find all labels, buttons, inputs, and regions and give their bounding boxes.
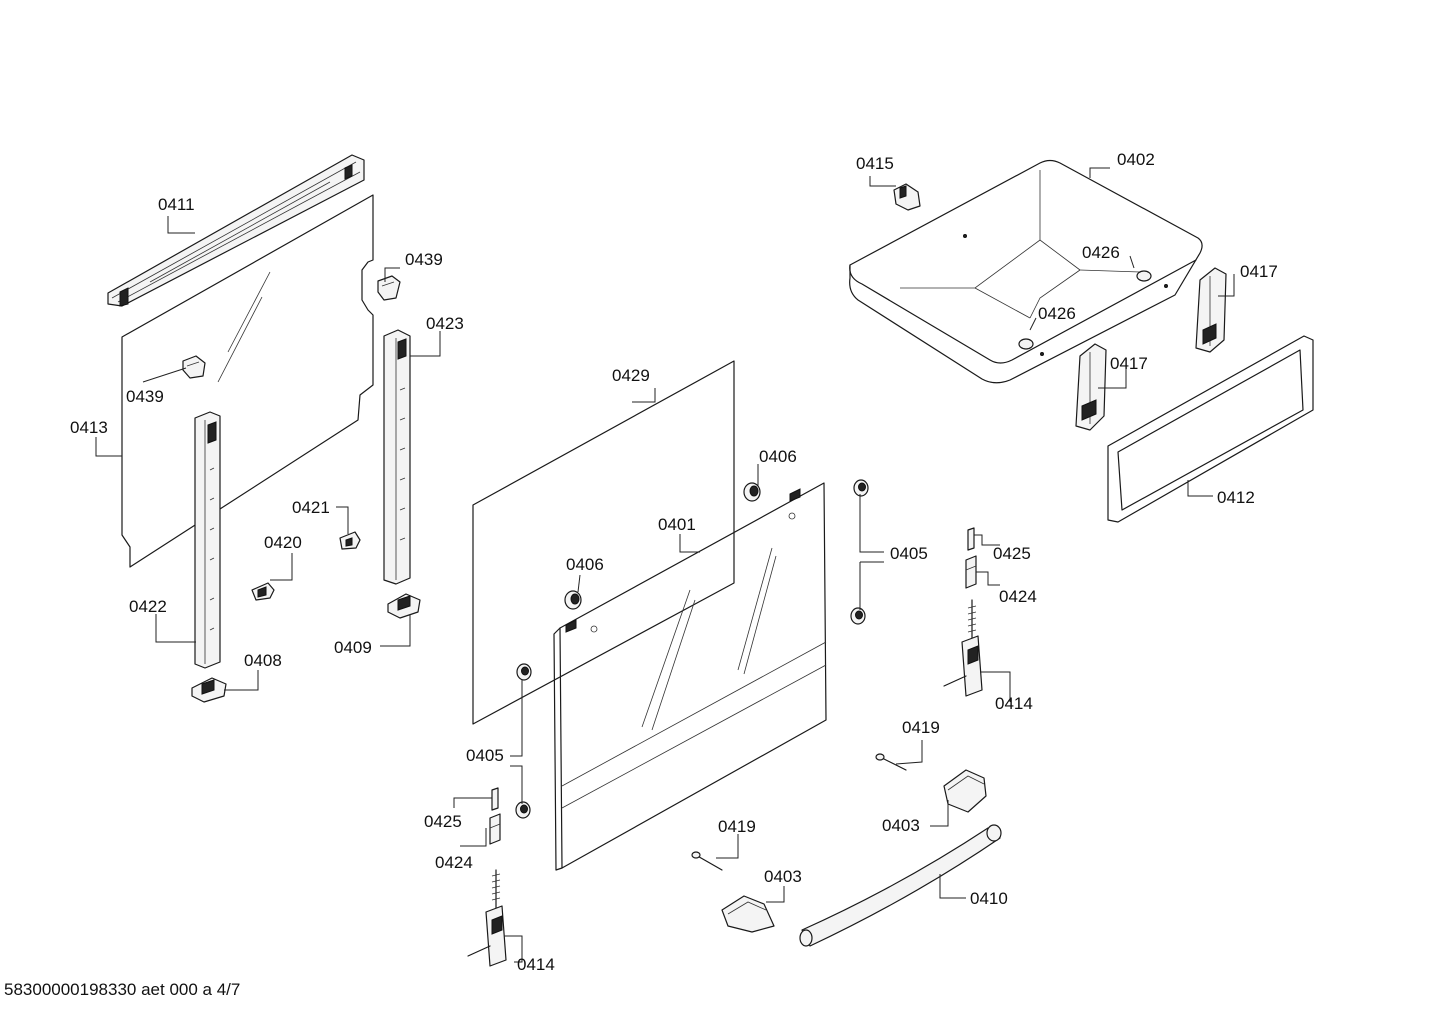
- label-0439: 0439: [126, 387, 164, 406]
- part-0405-grommet-c: [516, 663, 532, 681]
- part-labels: 0402 0415 0426 0426 0417 0417 0412 0411 …: [70, 150, 1278, 974]
- part-0406-spacer-lower: [564, 590, 582, 610]
- label-0429: 0429: [612, 366, 650, 385]
- part-0422-left-rail: [194, 411, 221, 669]
- label-0401: 0401: [658, 515, 696, 534]
- part-0423-right-rail: [383, 329, 411, 585]
- part-0405-grommet-d: [515, 801, 531, 819]
- label-0414: 0414: [995, 694, 1033, 713]
- label-0415: 0415: [856, 154, 894, 173]
- label-0424: 0424: [435, 853, 473, 872]
- part-0406-spacer-upper: [743, 482, 761, 502]
- label-0420: 0420: [264, 533, 302, 552]
- label-0426: 0426: [1038, 304, 1076, 323]
- label-0409: 0409: [334, 638, 372, 657]
- label-0405: 0405: [890, 544, 928, 563]
- part-0424-bushing-left: [489, 813, 501, 845]
- label-0408: 0408: [244, 651, 282, 670]
- label-0403: 0403: [882, 816, 920, 835]
- part-0403-cap-left: [721, 895, 775, 933]
- part-0410-handle: [799, 824, 1002, 947]
- label-0410: 0410: [970, 889, 1008, 908]
- part-0405-grommet-a: [853, 479, 869, 497]
- part-0409-bracket: [387, 593, 421, 619]
- label-0402: 0402: [1117, 150, 1155, 169]
- label-0419: 0419: [902, 718, 940, 737]
- label-0422: 0422: [129, 597, 167, 616]
- part-0417-hinge-upper: [1195, 267, 1227, 353]
- part-0420-clip: [251, 582, 275, 601]
- label-0417: 0417: [1240, 262, 1278, 281]
- label-0406: 0406: [566, 555, 604, 574]
- label-0412: 0412: [1217, 488, 1255, 507]
- part-0439-clip-lower: [182, 355, 206, 379]
- part-0403-cap-right: [943, 769, 987, 813]
- part-0417-hinge-lower: [1075, 343, 1107, 431]
- label-0421: 0421: [292, 498, 330, 517]
- part-0412-frame: [1107, 335, 1314, 523]
- part-0401-door-front: [553, 482, 827, 871]
- part-0402-tray: [849, 159, 1203, 384]
- part-0429-middle-glass: [472, 360, 735, 725]
- leader-lines: [95, 167, 1235, 963]
- part-0413-glass-panel: [121, 194, 374, 568]
- part-0425-pin-left: [491, 787, 499, 811]
- part-0419-screw-left: [691, 851, 723, 871]
- label-0425: 0425: [993, 544, 1031, 563]
- part-0408-bracket: [191, 677, 227, 703]
- part-0419-screw-right: [875, 753, 907, 771]
- label-0405: 0405: [466, 746, 504, 765]
- part-0414-hinge-left: [467, 869, 507, 967]
- label-0424: 0424: [999, 587, 1037, 606]
- label-0406: 0406: [759, 447, 797, 466]
- label-0417: 0417: [1110, 354, 1148, 373]
- document-code: 58300000198330 aet 000 a 4/7: [4, 980, 241, 999]
- part-0421-clip: [339, 531, 361, 550]
- label-0411: 0411: [158, 195, 195, 214]
- label-0425: 0425: [424, 812, 462, 831]
- label-0413: 0413: [70, 418, 108, 437]
- part-0411-trim-strip: [107, 154, 365, 307]
- label-0419: 0419: [718, 817, 756, 836]
- part-0414-hinge-right: [943, 599, 983, 697]
- part-0405-grommet-b: [850, 607, 866, 625]
- label-0439: 0439: [405, 250, 443, 269]
- label-0403: 0403: [764, 867, 802, 886]
- part-0439-clip-upper: [377, 275, 401, 301]
- label-0423: 0423: [426, 314, 464, 333]
- part-0424-bushing-right: [965, 555, 977, 589]
- label-0414: 0414: [517, 955, 555, 974]
- part-0415-bracket: [893, 183, 921, 211]
- label-0426: 0426: [1082, 243, 1120, 262]
- part-0425-pin-right: [967, 527, 975, 551]
